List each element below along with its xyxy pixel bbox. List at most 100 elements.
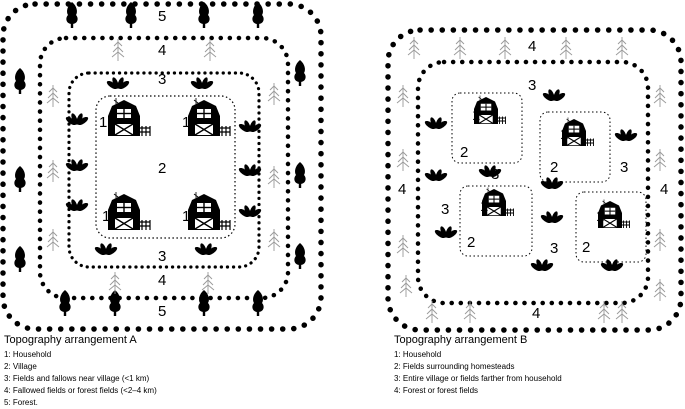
zone-label: 1 bbox=[182, 114, 190, 131]
fir-tree-outline-icon bbox=[46, 228, 60, 252]
conifer-tree-icon bbox=[14, 166, 26, 192]
fir-tree-outline-icon bbox=[203, 38, 217, 62]
fir-tree-outline-icon bbox=[653, 84, 667, 108]
fir-tree-outline-icon bbox=[407, 36, 421, 60]
zone-label: 3 bbox=[158, 71, 166, 88]
zone-label: 4 bbox=[398, 181, 406, 198]
barn-icon bbox=[107, 191, 151, 231]
crop-icon bbox=[105, 76, 131, 91]
fir-tree-outline-icon bbox=[498, 36, 512, 60]
homestead-field-boundary bbox=[539, 111, 611, 183]
homestead-field-boundary bbox=[451, 92, 523, 164]
zone-label: 1 bbox=[596, 208, 604, 225]
conifer-tree-icon bbox=[14, 246, 26, 272]
zone-label: 4 bbox=[532, 305, 540, 322]
conifer-tree-icon bbox=[294, 243, 306, 269]
fir-tree-outline-icon bbox=[267, 165, 281, 189]
zone-label: 2 bbox=[460, 144, 468, 161]
village-boundary bbox=[415, 59, 651, 306]
fir-tree-outline-icon bbox=[653, 228, 667, 252]
zone-label: 3 bbox=[528, 77, 536, 94]
conifer-tree-icon bbox=[14, 68, 26, 94]
zone-label: 2 bbox=[467, 234, 475, 251]
fir-tree-outline-icon bbox=[396, 148, 410, 172]
zone-label: 3 bbox=[158, 248, 166, 265]
zone-label: 1 bbox=[182, 208, 190, 225]
legend-item: 2: Village bbox=[4, 362, 37, 371]
panel-a-title: Topography arrangement A bbox=[4, 334, 137, 346]
fir-tree-outline-icon bbox=[559, 36, 573, 60]
zone-label: 3 bbox=[441, 201, 449, 218]
crop-icon bbox=[599, 258, 625, 273]
barn-icon bbox=[107, 97, 151, 137]
legend-item: 4: Forest or forest fields bbox=[394, 386, 479, 395]
zone-label: 4 bbox=[158, 272, 166, 289]
fir-tree-outline-icon bbox=[653, 148, 667, 172]
zone-label: 1 bbox=[99, 114, 107, 131]
zone-label: 2 bbox=[158, 160, 166, 177]
homestead-field-boundary bbox=[459, 185, 533, 257]
fir-tree-outline-icon bbox=[267, 228, 281, 252]
crop-icon bbox=[541, 88, 567, 103]
forest-boundary bbox=[385, 27, 684, 333]
panel-b: 4 4 4 4 3 3 3 3 3 2 2 2 2 1 1 1 1 bbox=[385, 27, 684, 333]
conifer-tree-icon bbox=[59, 290, 71, 316]
zone-label: 4 bbox=[158, 42, 166, 59]
fir-tree-outline-icon bbox=[399, 274, 413, 298]
zone-label: 3 bbox=[491, 166, 499, 183]
zone-5-boundary bbox=[0, 1, 324, 332]
zone-label: 4 bbox=[528, 38, 536, 55]
zone-label: 5 bbox=[158, 8, 166, 25]
panel-b-zone-labels: 4 4 4 4 3 3 3 3 3 2 2 2 2 1 1 1 1 bbox=[398, 38, 668, 322]
legend-item: 1: Household bbox=[4, 350, 52, 359]
zone-label: 2 bbox=[550, 159, 558, 176]
legend-item: 3: Fields and fallows near village (<1 k… bbox=[4, 374, 150, 383]
fir-tree-outline-icon bbox=[615, 300, 629, 324]
crop-icon bbox=[433, 225, 459, 240]
barn-icon bbox=[187, 97, 231, 137]
fir-tree-outline-icon bbox=[453, 36, 467, 60]
panel-a: 5 5 4 4 3 3 2 1 1 1 1 bbox=[0, 1, 324, 332]
fir-tree-outline-icon bbox=[46, 159, 60, 183]
conifer-tree-icon bbox=[252, 290, 264, 316]
fir-tree-outline-icon bbox=[46, 84, 60, 108]
legend-item: 4: Fallowed fields or forest fields (<2–… bbox=[4, 386, 157, 395]
fir-tree-outline-icon bbox=[111, 38, 125, 62]
crop-icon bbox=[613, 128, 639, 143]
fir-tree-outline-icon bbox=[396, 234, 410, 258]
crop-icon bbox=[539, 210, 565, 225]
fir-tree-outline-icon bbox=[108, 271, 122, 295]
zone-4-boundary bbox=[37, 35, 291, 301]
conifer-tree-icon bbox=[294, 162, 306, 188]
fir-tree-outline-icon bbox=[425, 300, 439, 324]
crop-icon bbox=[193, 242, 219, 257]
crop-icon bbox=[189, 76, 215, 91]
zone-2-boundary bbox=[95, 95, 236, 239]
zone-label: 1 bbox=[560, 126, 568, 143]
panel-b-title: Topography arrangement B bbox=[394, 334, 528, 346]
crop-icon bbox=[539, 176, 565, 191]
panel-a-caption: Topography arrangement A 1: Household 2:… bbox=[4, 334, 157, 409]
legend-item: 1: Household bbox=[394, 350, 442, 359]
zone-label: 3 bbox=[550, 240, 558, 257]
zone-label: 1 bbox=[102, 208, 110, 225]
fir-tree-outline-icon bbox=[615, 36, 629, 60]
fir-tree-outline-icon bbox=[597, 300, 611, 324]
crop-icon bbox=[529, 258, 555, 273]
legend-item: 2: Fields surrounding homesteads bbox=[394, 362, 515, 371]
crop-icon bbox=[423, 168, 449, 183]
zone-label: 5 bbox=[158, 303, 166, 320]
panel-a-zone-labels: 5 5 4 4 3 3 2 1 1 1 1 bbox=[99, 8, 190, 320]
zone-label: 1 bbox=[480, 198, 488, 215]
legend-item: 5: Forest. bbox=[4, 398, 38, 407]
fir-tree-outline-icon bbox=[396, 84, 410, 108]
panel-b-caption: Topography arrangement B 1: Household 2:… bbox=[394, 334, 562, 397]
legend-item: 3: Entire village or fields farther from… bbox=[394, 374, 562, 383]
fir-tree-outline-icon bbox=[463, 300, 477, 324]
zone-label: 1 bbox=[472, 107, 480, 124]
conifer-tree-icon bbox=[252, 2, 264, 28]
zone-label: 2 bbox=[582, 239, 590, 256]
topography-figure: 5 5 4 4 3 3 2 1 1 1 1 bbox=[0, 1, 684, 333]
fir-tree-outline-icon bbox=[267, 82, 281, 106]
homestead-field-boundary bbox=[575, 191, 647, 263]
